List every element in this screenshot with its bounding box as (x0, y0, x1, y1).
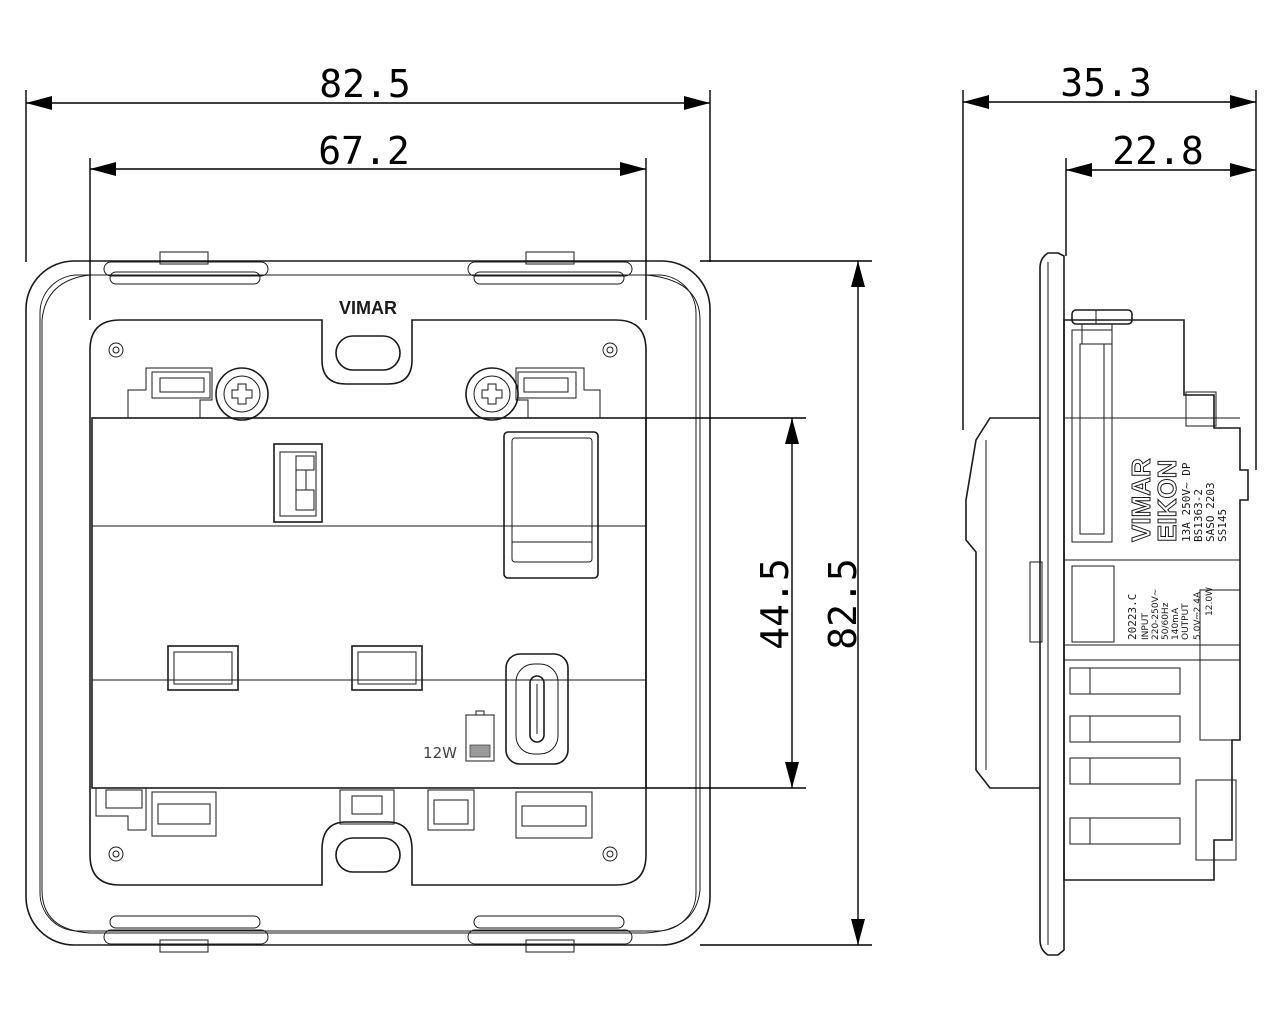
side-screw-shank (1081, 323, 1113, 345)
neutral-pin-hole (351, 645, 423, 691)
support-plate (89, 319, 647, 886)
corner-rivets (108, 342, 618, 862)
neutral-pin-hole-inner (357, 651, 417, 685)
frame (41, 274, 701, 934)
side-output-power: 12.0W (1205, 587, 1215, 616)
top-clip-right (525, 251, 575, 265)
arrow-head (1230, 163, 1256, 177)
top-slot-right (467, 261, 633, 277)
side-brand-eikon: EIKON (1152, 460, 1182, 542)
top-slot-left-inner (109, 271, 261, 285)
dim-total-depth: 35.3 (1060, 61, 1152, 105)
arrow-head (620, 162, 646, 176)
outer-plate-inner-edge (39, 274, 697, 932)
socket-module (91, 417, 647, 789)
dim-outer-width: 82.5 (319, 62, 411, 106)
side-rating: 13A 250V~ DP (1180, 462, 1193, 542)
arrow-head (90, 162, 116, 176)
battery-icon (465, 710, 495, 762)
side-body (1063, 319, 1249, 881)
outer-plate (25, 260, 711, 946)
arrow-head (684, 96, 710, 110)
bottom-slot-right-inner (473, 915, 625, 929)
side-screw-head (1071, 309, 1133, 325)
side-input-label: INPUT (1141, 613, 1151, 640)
side-dimensions: 35.3 22.8 (962, 61, 1257, 470)
top-claws (127, 367, 601, 418)
top-slot-left (103, 261, 269, 277)
screw-left (215, 367, 269, 421)
front-view: VIMAR (25, 251, 711, 953)
front-module-side (965, 417, 1040, 789)
arrow-head (785, 762, 799, 788)
screw-right (465, 367, 519, 421)
bottom-slot-left-inner (109, 915, 261, 929)
arrow-head (963, 95, 989, 109)
dim-inner-width: 67.2 (318, 129, 410, 173)
live-pin-hole (167, 645, 239, 691)
arrow-head (785, 418, 799, 444)
side-input-current: 140mA (1171, 607, 1181, 640)
arrow-head (26, 96, 52, 110)
bottom-fixing-hole (335, 837, 401, 873)
arrow-head (851, 261, 865, 287)
top-clip-left (159, 251, 209, 265)
front-brand-label: VIMAR (339, 298, 397, 318)
side-output-value: 5.0V⎓2.4A (1193, 591, 1203, 640)
arrow-head (1066, 163, 1092, 177)
bottom-slot-right (467, 929, 633, 945)
side-standard-3: SS145 (1216, 509, 1229, 542)
top-slot-right-inner (473, 271, 625, 285)
live-pin-hole-inner (173, 651, 233, 685)
bottom-clip-left (159, 939, 209, 953)
arrow-head (1230, 95, 1256, 109)
rocker-switch (503, 431, 599, 579)
side-input-freq: 50/60Hz (1161, 602, 1171, 640)
bottom-clip-right (525, 939, 575, 953)
dim-inner-height: 44.5 (753, 558, 797, 650)
side-view: VIMAR EIKON 13A 250V~ DP BS1363-2 SASO 2… (965, 252, 1249, 956)
side-brand-vimar: VIMAR (1126, 458, 1156, 542)
side-model: 20223.C (1126, 594, 1139, 640)
side-terminals (1069, 667, 1237, 861)
side-input-voltage: 220-250V~ (1151, 589, 1161, 640)
usb-power-label: 12W (423, 744, 457, 762)
bottom-slot-left (103, 929, 269, 945)
side-output-label: OUTPUT (1181, 603, 1191, 640)
arrow-head (851, 919, 865, 945)
side-standard-2: SASO 2203 (1204, 482, 1217, 542)
side-standard-1: BS1363-2 (1192, 489, 1205, 542)
top-fixing-hole (335, 335, 401, 371)
dim-body-depth: 22.8 (1112, 129, 1204, 173)
front-dimensions: 82.5 67.2 44.5 82.5 (25, 62, 872, 946)
earth-pin-hole (273, 443, 323, 523)
bottom-terminals (95, 788, 593, 839)
side-internal-details (1064, 329, 1241, 741)
usb-c-port (505, 653, 569, 765)
dim-outer-height: 82.5 (821, 558, 865, 650)
cover-plate-side (1039, 252, 1065, 956)
side-tab (1029, 561, 1043, 643)
